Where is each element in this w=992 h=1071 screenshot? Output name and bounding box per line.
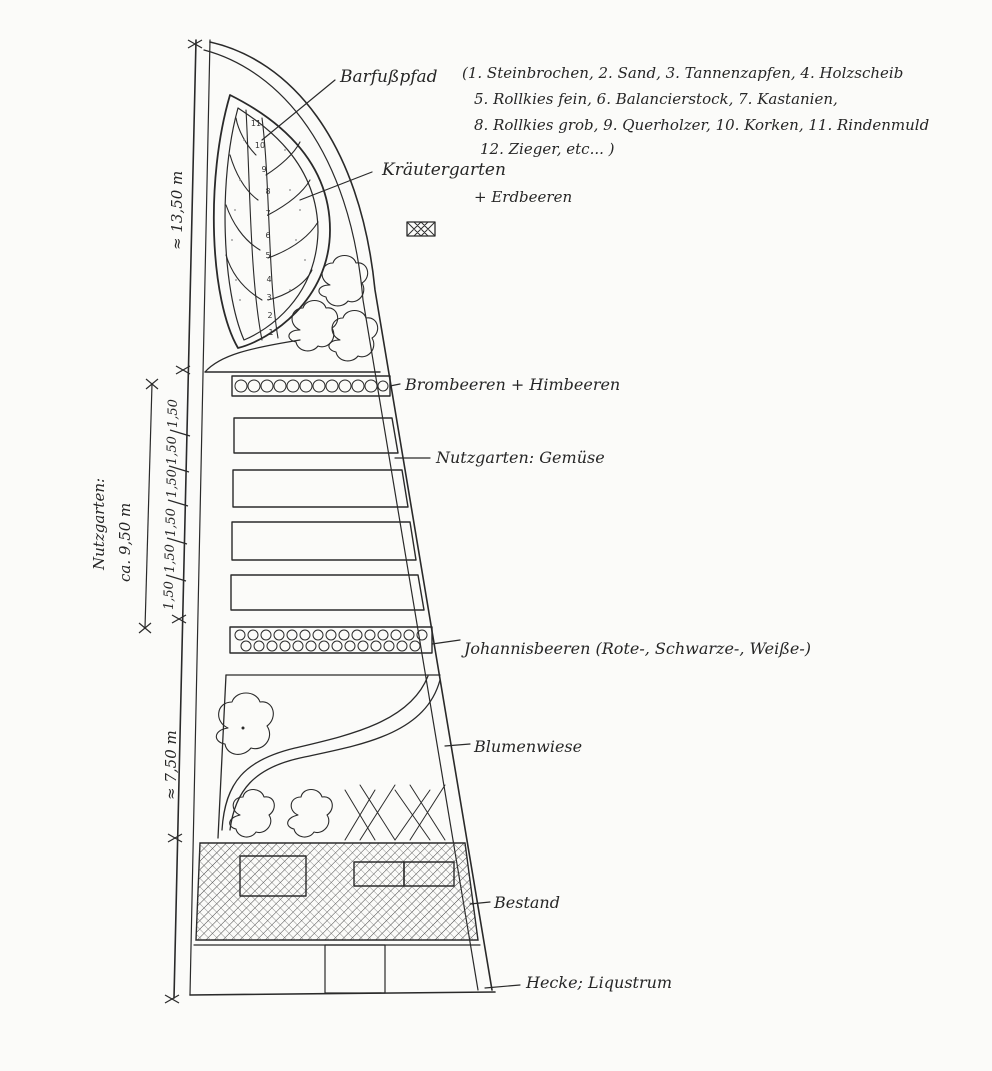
brombeeren-label: Brombeeren + Himbeeren: [404, 375, 620, 394]
berry-row-bottom: [229, 626, 433, 654]
dimension-ticks: [164, 39, 203, 1004]
path-items-line-2: 5. Rollkies fein, 6. Balancierstock, 7. …: [474, 90, 838, 108]
path-items-line-1: (1. Steinbrochen, 2. Sand, 3. Tannenzapf…: [462, 64, 903, 82]
path-number-2: 2: [267, 311, 272, 320]
bestand-label: Bestand: [493, 893, 560, 912]
bed-width-1: 1,50: [166, 399, 181, 428]
blumenwiese-label: Blumenwiese: [473, 737, 582, 756]
path-number-9: 9: [261, 165, 266, 174]
path-number-11: 11: [251, 119, 261, 128]
path-items-line-4: 12. Zieger, etc... ): [480, 140, 615, 158]
dim-nutzgarten-title: Nutzgarten:: [90, 478, 108, 571]
path-items-line-3: 8. Rollkies grob, 9. Querholzer, 10. Kor…: [474, 116, 929, 134]
erdbeeren-label: + Erdbeeren: [474, 188, 572, 206]
path-items-list: (1. Steinbrochen, 2. Sand, 3. Tannenzapf…: [462, 64, 929, 158]
dim-nutzgarten-value: ca. 9,50 m: [116, 503, 134, 582]
bed-width-5: 1,50: [163, 544, 178, 573]
johannisbeeren-label: Johannisbeeren (Rote-, Schwarze-, Weiße-…: [461, 639, 811, 658]
vegetable-beds: [230, 417, 425, 611]
berry-row-top: [231, 375, 391, 397]
existing-area: [193, 842, 481, 994]
barfusspfad-label: Barfußpfad: [339, 67, 438, 87]
bed-width-labels: 1,50 1,50 1,50 1,50 1,50 1,50: [162, 399, 181, 610]
path-number-7: 7: [265, 209, 270, 218]
leader-lines: [261, 79, 521, 989]
nutzgarten-dimension: [138, 378, 191, 634]
bed-width-4: 1,50: [164, 508, 179, 537]
bed-width-2: 1,50: [165, 436, 180, 465]
dim-lower: ≈ 7,50 m: [162, 730, 180, 800]
path-number-3: 3: [266, 293, 271, 302]
herb-garden-leaf: 1 2 3 4 5 6 7 8 9 10 11: [212, 94, 331, 349]
path-number-8: 8: [265, 187, 270, 196]
bed-width-3: 1,50: [165, 469, 180, 498]
path-number-10: 10: [255, 141, 265, 150]
flower-meadow: [215, 674, 446, 841]
path-number-5: 5: [265, 251, 270, 260]
bed-width-6: 1,50: [162, 581, 177, 610]
path-number-1: 1: [268, 328, 273, 337]
shrubs-top: [288, 254, 379, 362]
path-number-6: 6: [265, 231, 270, 240]
nutzgarten-label: Nutzgarten: Gemüse: [435, 448, 605, 467]
dim-total-top: ≈ 13,50 m: [168, 171, 186, 250]
kraeutergarten-label: Kräutergarten: [381, 160, 506, 180]
hecke-label: Hecke; Liqustrum: [525, 973, 672, 992]
erdbeeren-symbol: [406, 221, 436, 237]
path-number-4: 4: [266, 275, 271, 284]
